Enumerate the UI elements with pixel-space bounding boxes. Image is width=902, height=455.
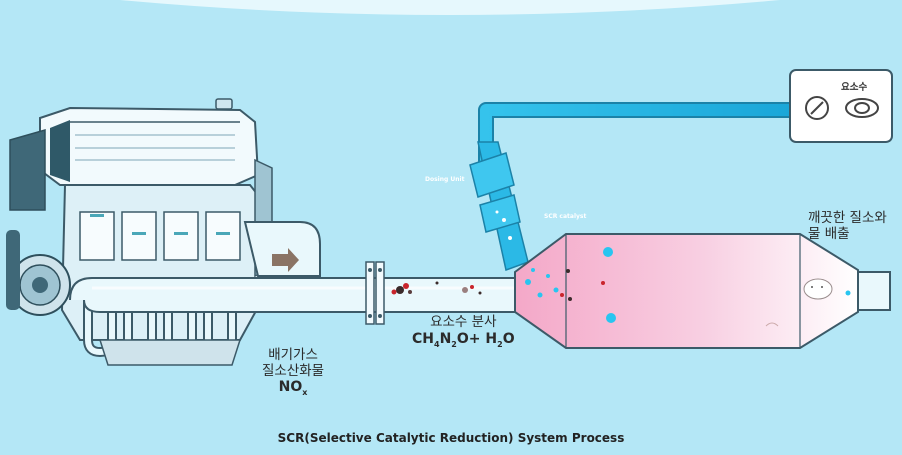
eye-gauge-icon [845,98,879,118]
engine-block [6,98,321,366]
urea-tank [789,69,893,143]
exhaust-gas-text: 배기가스 [268,347,318,363]
urea-formula: CH4N2O+ H2O [412,330,515,349]
cylinders [79,211,241,261]
nox-symbol: NO [278,379,303,396]
scr-catalyst-body [514,233,891,349]
cloud-smile-icon [803,278,833,300]
diagram-caption: SCR(Selective Catalytic Reduction) Syste… [277,431,625,445]
exhaust-gas-label: 배기가스 질소산화물 NOx [262,347,325,397]
clean-emission-line1: 깨끗한 질소와 [808,210,887,226]
dosing-line [469,102,793,271]
dosing-unit [469,152,515,198]
clean-emission-label: 깨끗한 질소와 물 배출 [808,210,887,242]
dosing-unit-label: Dosing Unit [425,176,465,183]
urea-tank-label: 요소수 [841,82,868,93]
nitrogen-oxide-text: 질소산화물 [262,362,325,379]
exhaust-pipe [69,261,536,325]
nox-subscript: x [302,387,308,397]
top-arc [120,0,780,15]
nox-formula: NOx [262,379,324,397]
clean-emission-line2: 물 배출 [808,225,850,242]
urea-spray-label: 요소수 분사 CH4N2O+ H2O [412,314,515,349]
right-arrow-icon [272,248,299,272]
urea-spray-text: 요소수 분사 [430,314,497,330]
scr-catalyst-label: SCR catalyst [544,213,587,220]
cap-icon [805,96,829,120]
